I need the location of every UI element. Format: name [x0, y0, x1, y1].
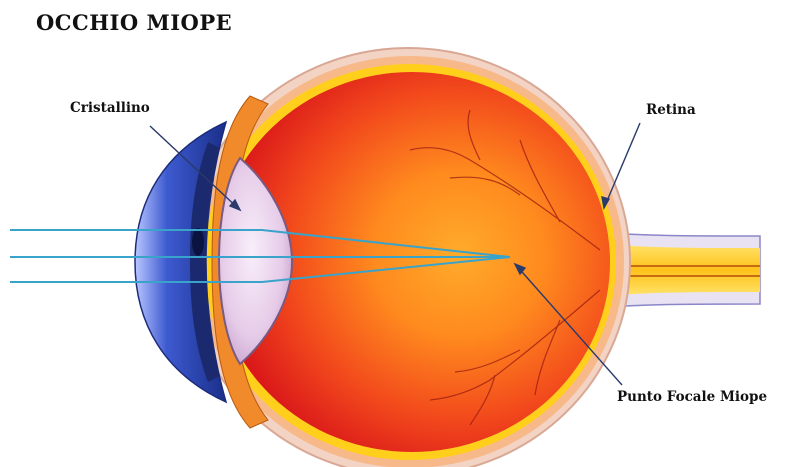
label-punto-focale: Punto Focale Miope: [617, 389, 767, 405]
page-title: OCCHIO MIOPE: [36, 10, 232, 35]
label-retina: Retina: [646, 102, 696, 118]
label-cristallino: Cristallino: [70, 100, 150, 116]
pupil: [192, 228, 204, 256]
